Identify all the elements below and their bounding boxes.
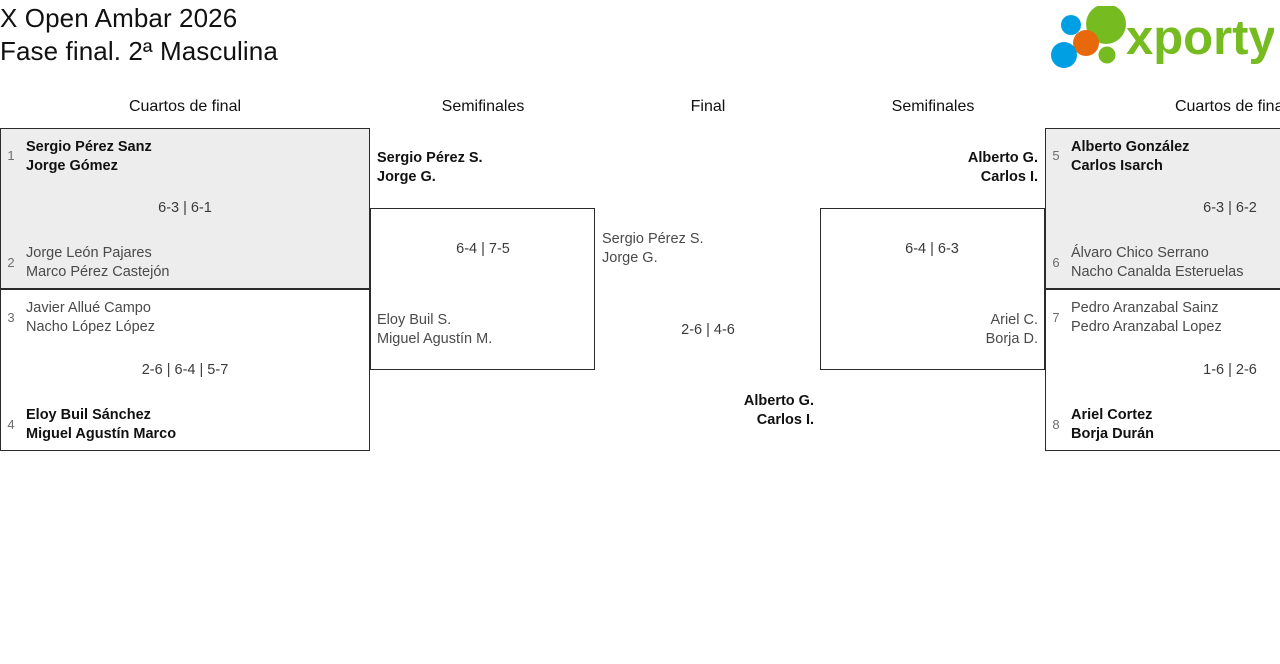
team-sfleft-bottom-p1: Eloy Buil S. [377,312,452,328]
team-qf3-bottom-p1: Álvaro Chico Serrano [1071,245,1209,261]
tournament-name: X Open Ambar 2026 [0,3,238,33]
logo-dot-green-small [1098,46,1116,64]
match-box-qf2[interactable] [0,289,370,451]
team-qf1-bottom-p2: Marco Pérez Castejón [26,264,170,280]
team-qf3-top-p1: Alberto González [1071,139,1190,155]
team-qf3-top-p2: Carlos Isarch [1071,158,1163,174]
seed-qf4-top: 7 [1052,310,1060,325]
seed-qf2-top: 3 [7,310,15,325]
team-sfright-top-p2: Carlos I. [980,169,1038,185]
team-qf3-bottom-p2: Nacho Canalda Esteruelas [1071,264,1244,280]
logo-dot-blue-top [1061,15,1081,35]
score-qf1: 6-3 | 6-1 [158,200,212,216]
page-title: X Open Ambar 2026 Fase final. 2ª Masculi… [0,2,278,68]
seed-qf2-bottom: 4 [7,417,15,432]
seed-qf4-bottom: 8 [1052,417,1060,432]
xporty-logo[interactable]: xporty [1044,6,1274,68]
team-final-right-p2: Carlos I. [756,412,814,428]
match-box-sf-right[interactable] [820,208,1045,370]
team-sfright-bottom-p2: Borja D. [985,331,1038,347]
xporty-logo-graphic: xporty [1051,6,1274,68]
score-qf4: 1-6 | 2-6 [1203,362,1257,378]
team-sfright-top-p1: Alberto G. [967,150,1038,166]
team-final-left-p1: Sergio Pérez S. [602,231,704,247]
seed-qf1-top: 1 [7,148,15,163]
team-qf2-bottom-p2: Miguel Agustín Marco [26,426,177,442]
team-sfleft-top-p1: Sergio Pérez S. [377,150,483,166]
round-header-left-quarters: Cuartos de final [128,98,242,115]
team-final-left-p2: Jorge G. [602,250,658,266]
team-final-right-p1: Alberto G. [743,393,814,409]
round-header-left-semis: Semifinales [441,98,525,115]
team-qf1-top-p2: Jorge Gómez [26,158,118,174]
logo-dot-orange [1073,30,1099,56]
logo-dot-blue-bottom [1051,42,1077,68]
match-box-sf-left[interactable] [370,208,595,370]
match-box-qf4[interactable] [1045,289,1280,451]
score-final: 2-6 | 4-6 [681,322,735,338]
team-sfleft-bottom-p2: Miguel Agustín M. [377,331,493,347]
team-qf2-bottom-p1: Eloy Buil Sánchez [26,407,151,423]
score-sf-left: 6-4 | 7-5 [456,241,510,257]
round-header-final: Final [690,98,726,115]
score-sf-right: 6-4 | 6-3 [905,241,959,257]
team-qf4-bottom-p1: Ariel Cortez [1071,407,1153,423]
team-qf1-bottom-p1: Jorge León Pajares [26,245,152,261]
round-header-right-quarters: Cuartos de final [1174,98,1280,115]
score-qf3: 6-3 | 6-2 [1203,200,1257,216]
team-qf2-top-p1: Javier Allué Campo [26,300,151,316]
match-box-qf3[interactable] [1045,128,1280,289]
score-qf2: 2-6 | 6-4 | 5-7 [141,362,229,378]
seed-qf3-bottom: 6 [1052,255,1060,270]
seed-qf3-top: 5 [1052,148,1060,163]
team-qf1-top-p1: Sergio Pérez Sanz [26,139,152,155]
page-header: X Open Ambar 2026 Fase final. 2ª Masculi… [0,0,1280,88]
team-qf2-top-p2: Nacho López López [26,319,155,335]
logo-dot-green-large [1086,6,1126,44]
team-sfleft-top-p2: Jorge G. [377,169,436,185]
logo-wordmark: xporty [1126,11,1274,65]
seed-qf1-bottom: 2 [7,255,15,270]
team-qf4-top-p2: Pedro Aranzabal Lopez [1071,319,1222,335]
match-box-qf1[interactable] [0,128,370,289]
tournament-phase: Fase final. 2ª Masculina [0,36,278,66]
round-header-right-semis: Semifinales [891,98,975,115]
team-qf4-bottom-p2: Borja Durán [1071,426,1154,442]
team-sfright-bottom-p1: Ariel C. [990,312,1038,328]
team-qf4-top-p1: Pedro Aranzabal Sainz [1071,300,1219,316]
